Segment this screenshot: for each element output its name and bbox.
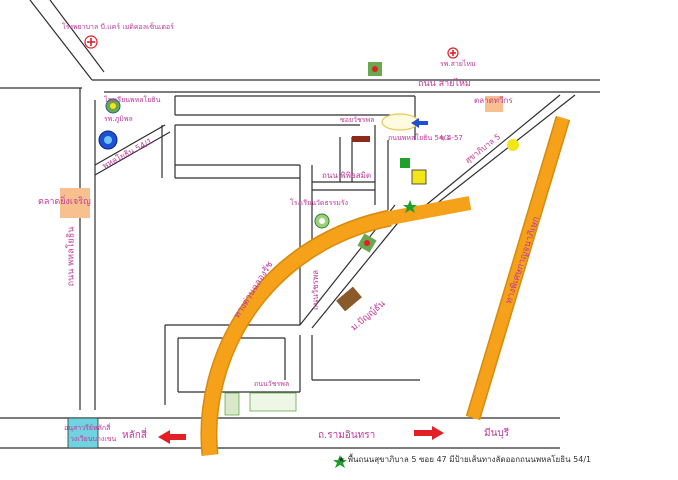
school-emblem-icon bbox=[98, 130, 118, 150]
road-phisanmit-label: ถนน พิพิธสมิต bbox=[322, 171, 372, 180]
ramindra-label: ถ.รามอินทรา bbox=[318, 430, 376, 441]
star-marker-icon bbox=[333, 455, 347, 468]
building-small-icon bbox=[352, 136, 370, 142]
market-thawikorn-label: ตลาดทวีกร bbox=[474, 96, 513, 105]
hospital-small-label: รพ.ภูมิพล bbox=[104, 115, 133, 123]
market-thawikorn bbox=[485, 96, 503, 112]
school-emblem-icon bbox=[105, 98, 121, 114]
road-diag-left-1 bbox=[94, 124, 166, 166]
direction-arrow-icon bbox=[411, 118, 428, 128]
hospital-cross-icon bbox=[84, 35, 98, 49]
building-dot bbox=[372, 66, 378, 72]
lak-si-label: หลักสี่ bbox=[122, 430, 147, 441]
expressway-curve-tail bbox=[388, 196, 472, 225]
direction-arrow-icon bbox=[158, 430, 186, 444]
road-diag-1 bbox=[29, 0, 93, 81]
building-dot bbox=[364, 240, 370, 246]
bang-khen-label: วงเวียนบางเขน bbox=[70, 435, 117, 443]
destination-box bbox=[411, 169, 427, 185]
road-saimai-label: ถนน สายไหม bbox=[418, 79, 471, 89]
road-diag-2 bbox=[49, 0, 105, 73]
market-yingcharoen bbox=[60, 188, 90, 218]
school-emblem-icon bbox=[314, 213, 330, 229]
building-green-small bbox=[400, 158, 410, 168]
sun-marker-icon bbox=[507, 139, 519, 151]
min-buri-label: มีนบุรี bbox=[484, 428, 510, 439]
market-yingcharoen-label: ตลาดยิ่งเจริญ bbox=[38, 197, 91, 207]
road-diag-right-1 bbox=[419, 94, 561, 211]
hospital-top-label: โรงพยาบาล บี.แคร์ เมดิคอลเซ็นเตอร์ bbox=[62, 23, 174, 31]
road-wat-phaiwan-label: ถนนวัชรพล bbox=[311, 269, 321, 311]
school-left-label: โรงเรียนพหลโยธิน bbox=[104, 96, 161, 104]
expressway-curve bbox=[202, 211, 392, 456]
road-network bbox=[0, 0, 600, 449]
building-brown-icon bbox=[336, 286, 362, 312]
sign-board bbox=[224, 392, 240, 416]
monument-label: อนุสาวรีย์หลักสี่ bbox=[64, 424, 111, 432]
road-phahonyothin-label: ถนน พหลโยธิน bbox=[66, 226, 77, 287]
road-diag-left-2 bbox=[94, 131, 171, 176]
star-marker-icon bbox=[403, 200, 417, 213]
road-diag-mid-2 bbox=[311, 207, 411, 329]
expressway-kanchana bbox=[467, 116, 569, 420]
sign-board bbox=[249, 392, 297, 412]
soi-47-label: ซ.4-57 bbox=[440, 134, 463, 142]
direction-arrow-icon bbox=[414, 426, 444, 440]
school-mid-label: โรงเรียนวัดธรรมรัง bbox=[290, 199, 349, 207]
hospital-cross-icon bbox=[447, 47, 459, 59]
hospital-right-label: รพ.สายไหม bbox=[440, 60, 476, 68]
soi-phahon-54-1-label: ถนนพหลโยธิน 54/1 bbox=[388, 134, 451, 142]
footnote-label: ★ พื้นถนนสุขาภิบาล 5 ซอย 47 มีป้ายเส้นทา… bbox=[338, 455, 592, 464]
road-watcharaphon-label: ถนนวัชรพล bbox=[254, 380, 290, 388]
road-diag-right-2 bbox=[434, 94, 576, 206]
sign-text-label: ซอยวัชรพล bbox=[340, 116, 375, 124]
monument-box bbox=[67, 417, 99, 449]
